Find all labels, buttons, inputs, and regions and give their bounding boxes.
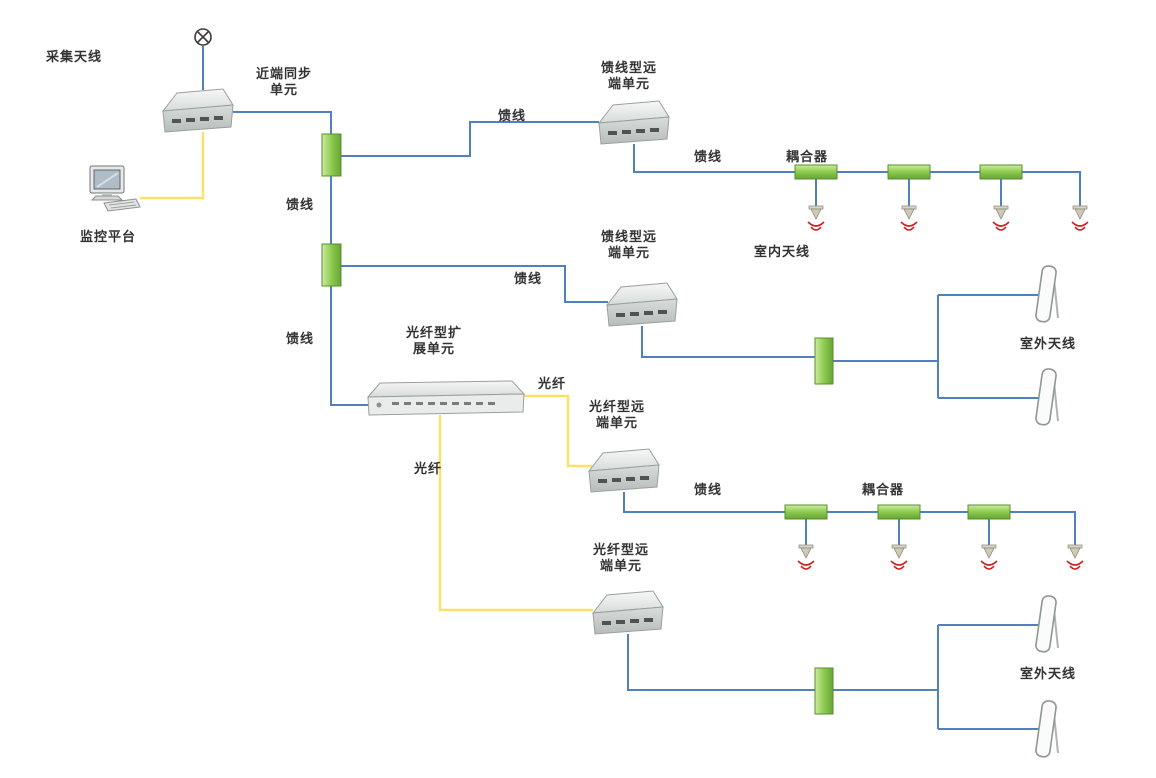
feeder-remote-unit-label: 馈线型远 端单元: [600, 60, 657, 92]
line-splitter2-to-expansion: [330, 286, 368, 406]
line-remote4-to-splitter4: [627, 634, 815, 691]
collect-antenna-label: 采集天线: [46, 49, 103, 64]
monitor-platform-icon: [89, 165, 141, 212]
splitter-2: [321, 243, 342, 287]
near-end-sync-unit: [162, 88, 234, 133]
feeder-remote-unit-1: [598, 100, 670, 145]
fiber-remote-unit-label: 光纤型远 端单元: [592, 542, 649, 574]
splitters: [321, 133, 834, 715]
feeder-remote-unit-label: 馈线型远 端单元: [600, 229, 657, 261]
splitter-1: [321, 133, 342, 177]
feeder-label: 馈线: [286, 197, 315, 212]
outdoor-antenna-icon: [1034, 699, 1059, 759]
line-pc-to-sync: [140, 132, 205, 200]
splitter-3: [814, 337, 834, 385]
feeder-label: 馈线: [498, 108, 527, 123]
line-expansion-to-fiber-remote1: [524, 394, 592, 468]
indoor-antenna-icon: [980, 544, 998, 570]
fiber-remote-unit-2: [592, 590, 664, 635]
line-remote1-coupler-row: [633, 144, 1081, 206]
coupler-label: 耦合器: [786, 149, 829, 164]
indoor-antenna-icon: [992, 205, 1010, 231]
fiber-label: 光纤: [414, 461, 443, 476]
line-splitter1-to-remote1: [341, 121, 599, 157]
indoor-antenna-icon: [807, 205, 825, 231]
coupler-label: 耦合器: [862, 482, 905, 497]
coupler-1: [794, 164, 838, 180]
fiber-remote-unit-1: [588, 448, 660, 493]
line-expansion-to-fiber-remote2: [438, 415, 593, 612]
indoor-antenna-icon: [1071, 205, 1089, 231]
feeder-lines: [202, 46, 1081, 730]
collect-antenna-icon: [194, 28, 212, 46]
indoor-antenna-icon: [797, 544, 815, 570]
coupler-4: [784, 504, 828, 520]
feeder-remote-unit-2: [606, 282, 678, 327]
outdoor-antenna-label: 室外天线: [1020, 336, 1077, 351]
feeder-label: 馈线: [694, 149, 723, 164]
indoor-antenna-icon: [1066, 544, 1084, 570]
near-end-sync-unit-label: 近端同步 单元: [255, 66, 312, 98]
coupler-5: [877, 504, 921, 520]
monitor-platform-label: 监控平台: [80, 229, 137, 244]
feeder-label: 馈线: [286, 331, 315, 346]
indoor-antenna-icon: [890, 544, 908, 570]
indoor-antenna-icon: [900, 205, 918, 231]
couplers: [784, 164, 1023, 520]
outdoor-antenna-icon: [1034, 367, 1059, 427]
outdoor-antenna-icon: [1034, 264, 1059, 324]
coupler-6: [967, 504, 1011, 520]
fiber-expansion-unit-label: 光纤型扩 展单元: [405, 325, 462, 357]
outdoor-antenna-icon: [1034, 594, 1059, 654]
fiber-expansion-unit: [367, 380, 525, 416]
splitter-4: [814, 667, 834, 715]
indoor-antenna-label: 室内天线: [754, 244, 811, 259]
feeder-label: 馈线: [694, 482, 723, 497]
fiber-remote-unit-label: 光纤型远 端单元: [588, 399, 645, 431]
outdoor-antenna-label: 室外天线: [1020, 666, 1077, 681]
line-sync-to-splitter1: [233, 111, 332, 134]
fiber-label: 光纤: [538, 376, 567, 391]
fiber-lines: [140, 132, 593, 612]
line-splitter2-to-remote2: [341, 265, 608, 303]
coupler-2: [887, 164, 931, 180]
coupler-3: [979, 164, 1023, 180]
line-remote2-to-splitter3: [641, 326, 815, 358]
line-remote3-coupler-row: [623, 492, 1076, 545]
feeder-label: 馈线: [514, 271, 543, 286]
